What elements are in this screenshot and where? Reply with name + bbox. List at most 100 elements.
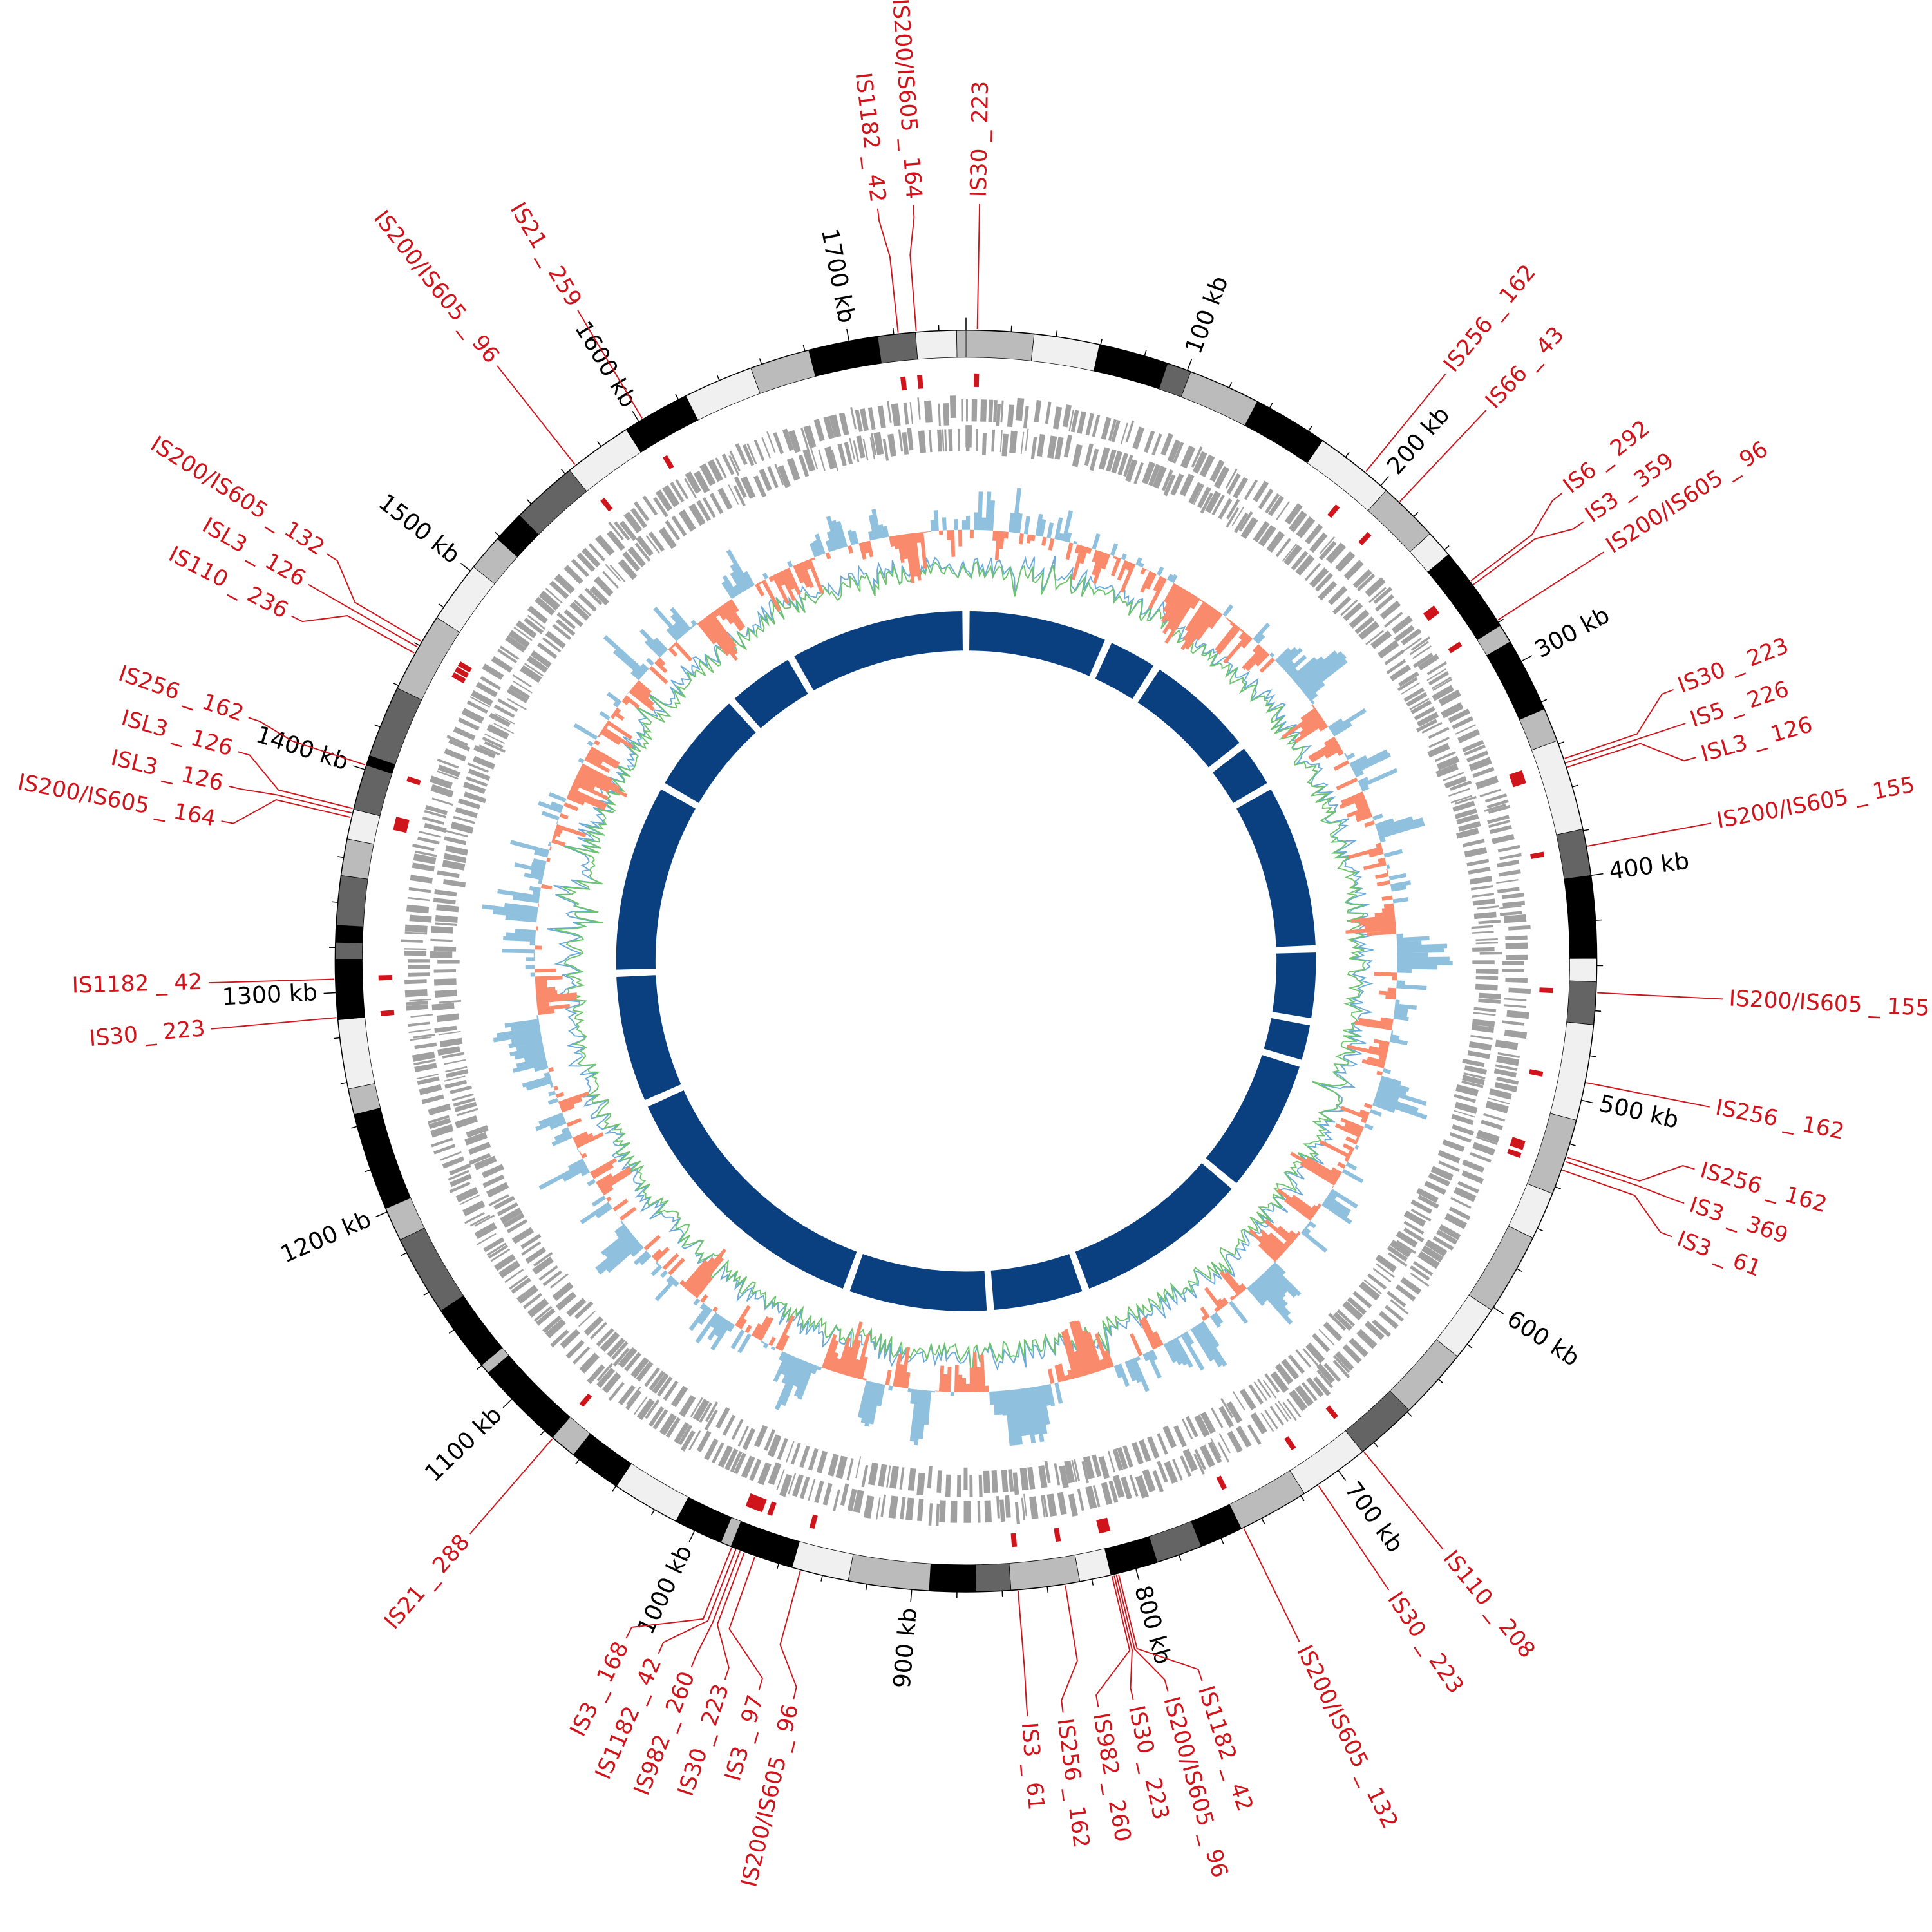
gene-feature [1475,976,1499,980]
gene-feature [1473,1012,1496,1016]
gene-feature [1199,454,1215,478]
tick-mark [526,499,532,505]
gene-feature [774,464,784,486]
tick-mark [375,1211,388,1218]
is-leader-line [1017,1591,1028,1717]
is-leader-line [716,1553,745,1680]
karyotype-band [625,395,699,453]
gene-feature [1470,885,1493,891]
gene-feature [1416,719,1438,732]
gene-feature [430,951,453,958]
gene-feature [634,501,650,522]
tick-mark [1010,325,1012,332]
gene-feature [1400,682,1421,696]
gene-feature [1192,451,1208,474]
tick-mark [1178,1555,1182,1561]
gene-feature [578,593,597,612]
inner-ring-segment [1075,1163,1232,1289]
gene-feature [1352,569,1372,589]
gene-feature [1338,1351,1354,1368]
gc-content-track [546,556,1374,1380]
gene-feature [417,837,440,845]
gene-feature [1489,1088,1512,1100]
gene-feature [552,1282,574,1302]
karyotype-band [336,875,368,927]
gene-feature [1135,1475,1150,1499]
karyotype-band [397,617,460,701]
gene-feature [482,663,504,680]
is-leader-line [1318,1485,1390,1591]
is-marker [1509,770,1524,780]
gene-feature [1269,1406,1284,1426]
gene-feature [1505,935,1528,941]
gene-feature [1349,1338,1368,1358]
gene-feature [450,1085,473,1094]
gene-feature [1416,712,1439,727]
gene-feature [788,430,801,453]
gene-feature [1287,1354,1305,1374]
gene-feature [1492,833,1515,844]
gene-feature [1454,1094,1477,1103]
gene-feature [1323,1321,1343,1341]
gene-feature [1108,419,1117,442]
gene-feature [1504,1029,1528,1039]
gene-feature [1125,420,1135,442]
gene-feature [1200,492,1214,514]
gene-feature [408,887,431,893]
gene-feature [1497,887,1520,894]
gene-feature [493,1195,515,1210]
gene-feature [1372,1267,1392,1283]
gene-feature [1182,1448,1198,1472]
gene-feature [670,482,685,503]
gene-feature [715,457,727,478]
gene-feature [1125,459,1138,482]
inner-ring-segment [1264,1018,1311,1060]
gene-feature [928,1503,933,1526]
gene-feature [607,1338,626,1358]
gene-feature [861,1464,869,1488]
gene-feature [707,459,723,482]
gene-feature [1332,1355,1350,1374]
gene-feature [1231,506,1244,527]
gene-feature [802,448,816,472]
gene-feature [1347,1296,1367,1315]
gene-feature [542,637,562,653]
gene-feature [1071,1459,1078,1482]
gene-feature [464,1132,488,1146]
gene-feature [404,979,427,985]
inner-ring-segment [990,1254,1083,1310]
gene-feature [1286,1398,1302,1418]
gene-feature [1142,1469,1156,1493]
gene-feature [436,904,459,913]
gene-feature [422,816,445,825]
tick-mark [1261,1518,1265,1524]
gene-feature [532,1256,554,1275]
gene-feature [1461,1170,1484,1184]
gene-feature [1488,820,1511,828]
gene-feature [1316,1369,1334,1388]
is-marker [1448,641,1463,654]
gene-feature [917,1499,924,1522]
is-leader-line [497,365,576,465]
tick-mark [1493,1307,1504,1315]
tick-label: 900 kb [888,1607,923,1689]
gene-feature [899,1467,905,1490]
is-leader-line [779,1571,801,1700]
tick-mark [1413,511,1419,517]
gene-feature [693,471,710,493]
gene-feature [552,623,572,641]
gene-feature [630,1357,649,1379]
gene-feature [734,1452,746,1475]
is-leader-line [208,978,334,984]
gene-feature [1253,520,1270,543]
tick-mark [1591,873,1604,876]
gene-feature [907,1468,916,1491]
gene-feature [414,850,437,857]
gene-feature [1008,1469,1014,1492]
gene-feature [1438,689,1461,706]
karyotype-band [1564,875,1597,959]
gene-feature [412,1051,435,1062]
tick-label: 700 kb [1340,1476,1410,1557]
gene-feature [939,1500,946,1523]
